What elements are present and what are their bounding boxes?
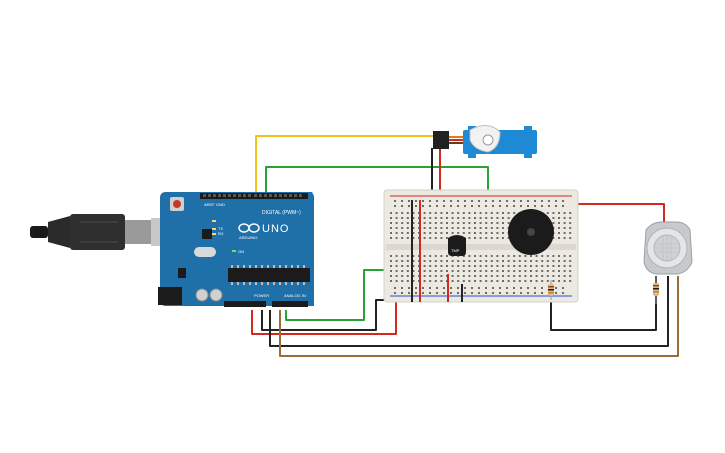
breadboard-center-gap [386,244,576,250]
resistor-breadboard [548,280,554,300]
servo-connector [433,131,449,149]
usb-controller-chip [202,229,212,239]
capacitor-1 [195,288,209,302]
wire-red-5v [251,300,397,335]
arduino-uno-board: AREF GND DIGITAL (PWM~) ARDUINO UNO TX R… [158,192,314,307]
analog-label: ANALOG IN [284,293,306,298]
power-label: POWER [254,293,269,298]
rx-label: RX [218,231,224,236]
atmega-chip [228,268,310,282]
usb-cable-end [30,226,48,238]
power-header [224,301,266,307]
arduino-logo: ARDUINO [238,223,260,240]
on-led [232,250,236,252]
piezo-buzzer [508,209,554,255]
gnd-label: GND [216,202,225,207]
model-label: UNO [262,223,289,235]
wire-black-gas-gnd [269,276,669,347]
tx-led [212,228,216,230]
usb-plug-body [70,214,125,250]
usb-cable [30,214,169,250]
tmp-sensor: TMP [448,235,466,256]
digital-label: DIGITAL (PWM~) [262,210,301,216]
gas-sensor [643,221,693,275]
brand-label: ARDUINO [239,235,257,240]
breadboard-jumpers [411,200,463,302]
micro-servo [433,125,537,158]
digital-header-pins [203,194,302,197]
wire-red-gas-power [572,203,665,224]
voltage-regulator [178,268,186,278]
usb-plug-metal [125,220,151,244]
crystal-oscillator [194,247,216,257]
tx-label: TX [218,226,223,231]
tmp-sensor-label: TMP [451,248,460,253]
on-label: ON [238,249,244,254]
power-jack [158,287,182,305]
l-led [212,220,216,222]
wire-brown-gas-signal [279,276,679,357]
aref-label: AREF [204,202,215,207]
usb-cable-strain-relief [48,216,70,248]
rx-led [212,233,216,235]
capacitor-2 [209,288,223,302]
reset-button-cap[interactable] [173,200,181,208]
analog-header [272,301,308,307]
atmega-chip-pins [231,265,305,285]
resistor-gas-sensor [653,276,659,304]
servo-shaft [482,134,494,146]
